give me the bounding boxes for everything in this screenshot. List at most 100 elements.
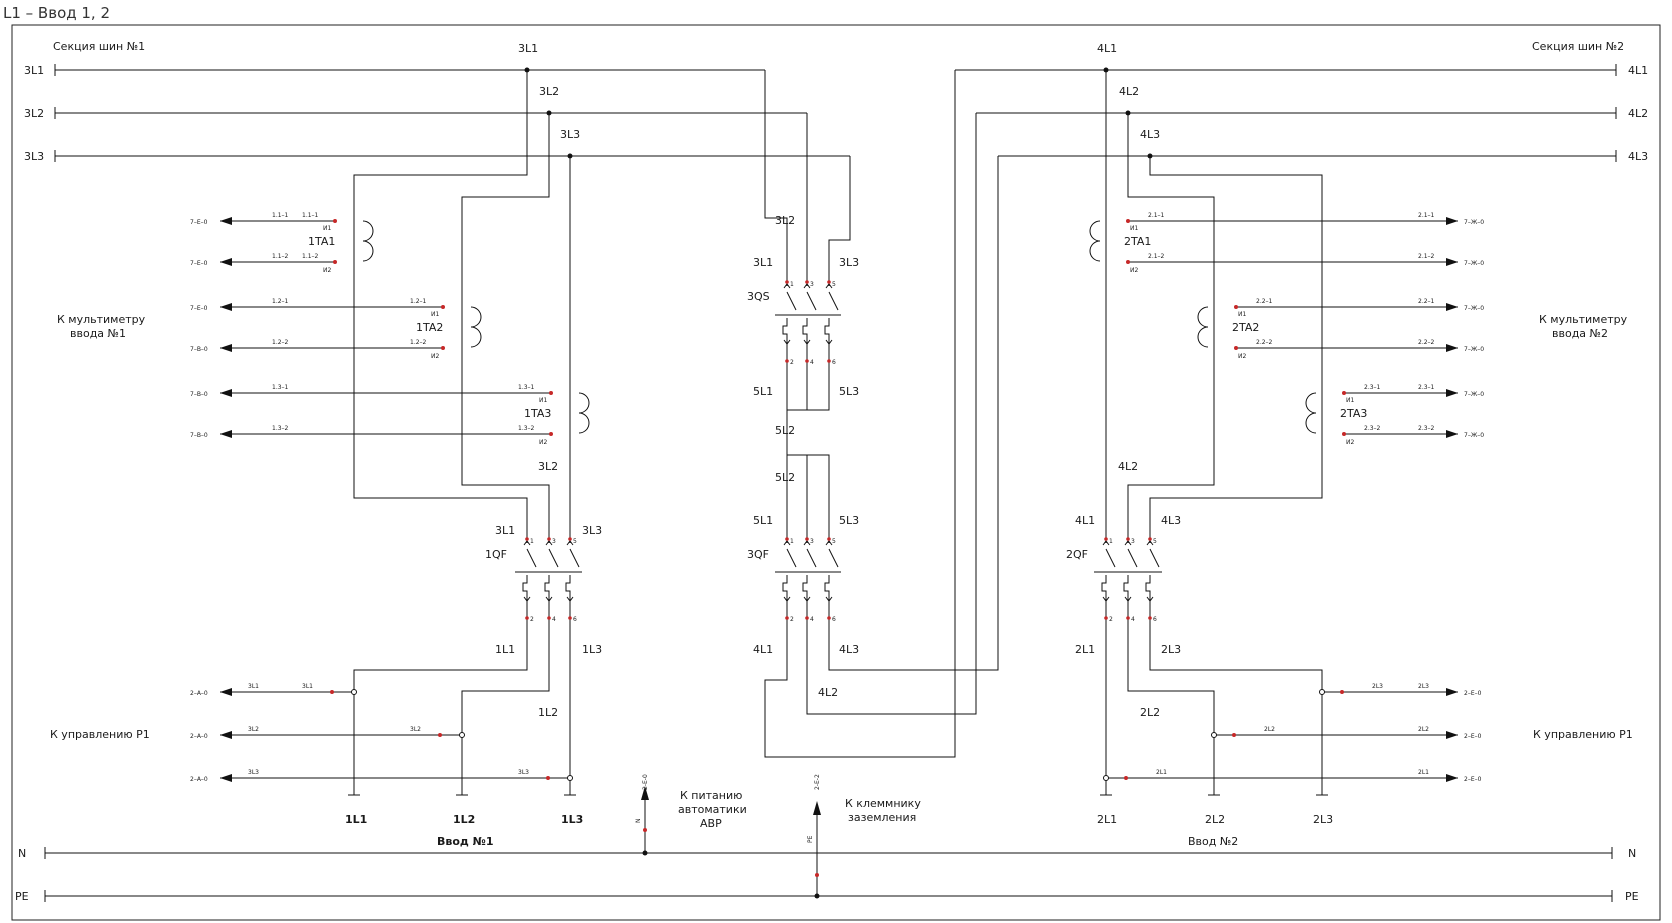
right-end-2l3: 2L3 bbox=[1313, 813, 1333, 826]
ct-1ta1-name[interactable]: 1TA1 bbox=[308, 235, 335, 248]
ground-lead bbox=[813, 801, 821, 899]
ct-2ta3-name[interactable]: 2TA3 bbox=[1340, 407, 1367, 420]
wire-mark: 1.2–2 bbox=[272, 339, 289, 346]
avr-code: 2-Е-0 bbox=[642, 774, 649, 790]
terminal-code: 2–Е–0 bbox=[1464, 733, 1482, 740]
qf3-label-4l3: 4L3 bbox=[839, 643, 859, 656]
breaker-1qf-pole-2[interactable]: 34 bbox=[544, 535, 559, 623]
left-end-1l1: 1L1 bbox=[345, 813, 367, 826]
mid-label-5l2-a: 5L2 bbox=[775, 424, 795, 437]
terminal-code: 2–Е–0 bbox=[1464, 690, 1482, 697]
qs-label-5l1: 5L1 bbox=[753, 385, 773, 398]
pin-label: 3 bbox=[810, 538, 814, 545]
breaker-1qf-name[interactable]: 1QF bbox=[485, 548, 507, 561]
breaker-2qf-name[interactable]: 2QF bbox=[1066, 548, 1088, 561]
wire-mark: 2.2–1 bbox=[1256, 298, 1273, 305]
right-end-2l1: 2L1 bbox=[1097, 813, 1117, 826]
pin-label: 3 bbox=[810, 281, 814, 288]
right-qf-label-2l1: 2L1 bbox=[1075, 643, 1095, 656]
breaker-3qf-pole-3[interactable]: 56 bbox=[824, 535, 839, 623]
switch-3qs-pole-3[interactable]: 56 bbox=[824, 278, 839, 366]
ct-terminal-mark: И2 bbox=[431, 353, 439, 360]
breaker-2qf-pole-2[interactable]: 34 bbox=[1123, 535, 1138, 623]
switch-3qs-pole-2[interactable]: 34 bbox=[802, 278, 817, 366]
left-feeder-wiring bbox=[348, 67, 576, 796]
breaker-2qf-pole-1[interactable]: 12 bbox=[1101, 535, 1116, 623]
wire-mark: 3L1 bbox=[302, 683, 313, 690]
tap-label-3l3: 3L3 bbox=[560, 128, 580, 141]
left-qf-label-3l1: 3L1 bbox=[495, 524, 515, 537]
breaker-3qf-pole-1[interactable]: 12 bbox=[782, 535, 797, 623]
tap-label-4l1: 4L1 bbox=[1097, 42, 1117, 55]
wire-mark: 2.3–1 bbox=[1418, 384, 1435, 391]
avr-supply-lead bbox=[641, 786, 649, 856]
ct-2ta2-name[interactable]: 2TA2 bbox=[1232, 321, 1259, 334]
pin-label: 2 bbox=[1109, 616, 1113, 623]
qs-label-3l3: 3L3 bbox=[839, 256, 859, 269]
breaker-2qf-pole-3[interactable]: 56 bbox=[1145, 535, 1160, 623]
right-qf-label-4l1: 4L1 bbox=[1075, 514, 1095, 527]
section-1-label: Секция шин №1 bbox=[53, 40, 145, 53]
qf3-label-5l3: 5L3 bbox=[839, 514, 859, 527]
terminal-code: 2–А–0 bbox=[190, 776, 208, 783]
ct-2ta3-coil bbox=[1305, 392, 1317, 434]
avr-wire-mark: N bbox=[635, 819, 642, 824]
wire-mark: 1.3–1 bbox=[272, 384, 289, 391]
left-end-1l2: 1L2 bbox=[453, 813, 475, 826]
ct-2ta1-name[interactable]: 2TA1 bbox=[1124, 235, 1151, 248]
n-label-right: N bbox=[1628, 847, 1636, 860]
breaker-3qf-pole-2[interactable]: 34 bbox=[802, 535, 817, 623]
ct-1ta2-name[interactable]: 1TA2 bbox=[416, 321, 443, 334]
wire-mark: 1.2–1 bbox=[272, 298, 289, 305]
wire-mark: 2.1–2 bbox=[1418, 253, 1435, 260]
ct-1ta3-name[interactable]: 1TA3 bbox=[524, 407, 551, 420]
wire-mark: 2L1 bbox=[1156, 769, 1167, 776]
ct-terminal-mark: И1 bbox=[1130, 225, 1138, 232]
breaker-1qf-pole-1[interactable]: 12 bbox=[522, 535, 537, 623]
tap-label-4l3: 4L3 bbox=[1140, 128, 1160, 141]
pin-label: 5 bbox=[832, 538, 836, 545]
qs-label-3l2: 3L2 bbox=[775, 214, 795, 227]
switch-3qs-name[interactable]: 3QS bbox=[747, 290, 770, 303]
switch-3qs-pole-1[interactable]: 12 bbox=[782, 278, 797, 366]
ct-terminal-mark: И2 bbox=[539, 439, 547, 446]
pin-label: 1 bbox=[790, 281, 794, 288]
mid-label-5l2-b: 5L2 bbox=[775, 471, 795, 484]
pin-label: 4 bbox=[810, 359, 814, 366]
left-qf-label-1l3: 1L3 bbox=[582, 643, 602, 656]
wire-mark: 2L2 bbox=[1418, 726, 1429, 733]
pin-label: 5 bbox=[1153, 538, 1157, 545]
bus-label-right-2: 4L2 bbox=[1628, 107, 1648, 120]
wire-mark: 2.3–1 bbox=[1364, 384, 1381, 391]
pin-label: 3 bbox=[552, 538, 556, 545]
right-label-4l2: 4L2 bbox=[1118, 460, 1138, 473]
right-label-2l2: 2L2 bbox=[1140, 706, 1160, 719]
ct-terminal-mark: И2 bbox=[1130, 267, 1138, 274]
terminal-code: 7–Е–0 bbox=[190, 219, 208, 226]
ground-label-line-1: К клеммнику bbox=[845, 797, 921, 810]
breaker-3qf-name[interactable]: 3QF bbox=[747, 548, 769, 561]
tap-label-4l2: 4L2 bbox=[1119, 85, 1139, 98]
pin-label: 1 bbox=[530, 538, 534, 545]
breaker-1qf-pole-3[interactable]: 56 bbox=[565, 535, 580, 623]
